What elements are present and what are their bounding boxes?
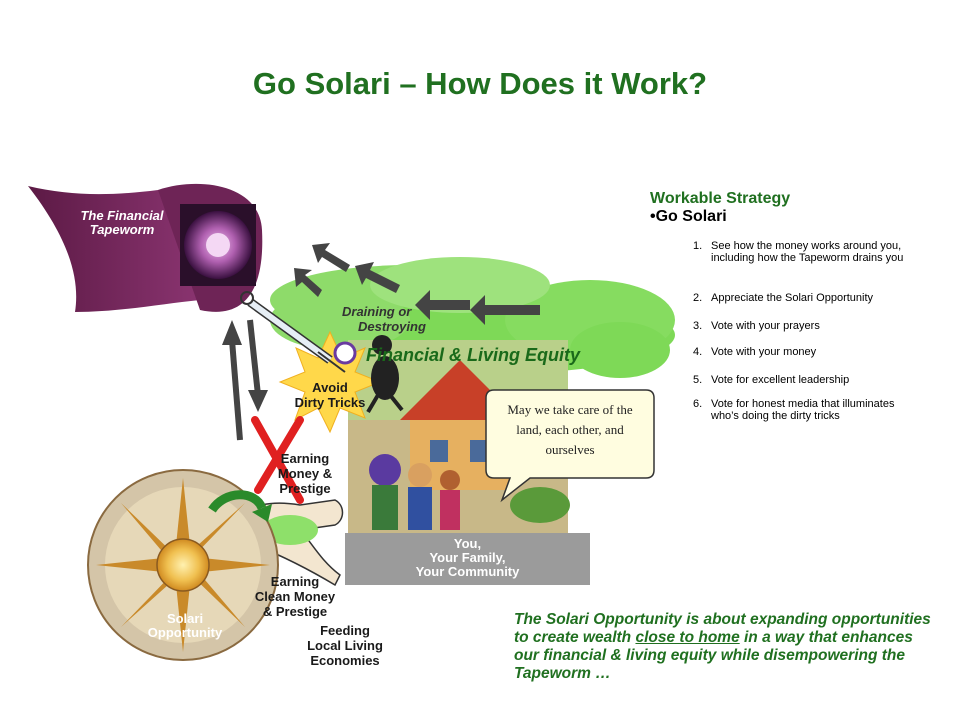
- strategy-step: 3. Vote with your prayers: [693, 320, 923, 332]
- draining-label-line2: Destroying: [358, 319, 426, 334]
- step-text: Vote for honest media that illuminates w…: [711, 398, 895, 422]
- strategy-step: 2. Appreciate the Solari Opportunity: [693, 292, 923, 304]
- solari-sun-icon: [87, 469, 279, 661]
- step-number: 2.: [693, 292, 703, 304]
- step-number: 3.: [693, 320, 703, 332]
- syringe-icon: [240, 291, 346, 373]
- bullet-icon: •: [650, 208, 656, 225]
- solari-opportunity-text: The Solari Opportunity is about expandin…: [514, 611, 934, 683]
- step-number: 1.: [693, 240, 703, 252]
- spy-figure-icon: [333, 335, 404, 414]
- strategy-step: 4. Vote with your money: [693, 346, 923, 358]
- feeding-label-line1: Feeding: [320, 623, 370, 638]
- strategy-step: 6. Vote for honest media that illuminates…: [693, 398, 923, 422]
- drain-arrows: [294, 243, 540, 325]
- you-label: You, Your Family, Your Community: [345, 537, 590, 579]
- step-text: Vote with your prayers: [711, 320, 820, 332]
- earning-label: Earning Money & Prestige: [260, 451, 350, 496]
- step-text: Vote for excellent leadership: [711, 374, 850, 386]
- clean-money-label-line3: & Prestige: [262, 604, 328, 619]
- you-label-line1: You,: [453, 536, 482, 551]
- solari-label-line1: Solari: [166, 611, 204, 626]
- page-title: Go Solari – How Does it Work?: [252, 66, 708, 101]
- you-box: [345, 533, 590, 585]
- avoid-label-line1: Avoid: [312, 380, 348, 395]
- feeding-label: Feeding Local Living Economies: [290, 623, 400, 668]
- return-arrow-icon: [208, 490, 267, 513]
- strategy-subheading-text: Go Solari: [655, 208, 727, 225]
- step-text: Vote with your money: [711, 346, 817, 358]
- strategy-step: 1. See how the money works around you, in…: [693, 240, 923, 264]
- you-label-line3: Your Community: [415, 564, 520, 579]
- draining-label: Draining or Destroying: [330, 304, 440, 334]
- tapeworm-label-line1: The Financial: [80, 208, 164, 223]
- tapeworm-label: The Financial Tapeworm: [66, 209, 178, 237]
- step-text: Appreciate the Solari Opportunity: [711, 292, 874, 304]
- close-to-home-text: close to home: [635, 629, 740, 646]
- strategy-subheading: •Go Solari: [650, 208, 727, 226]
- earning-label-line2: Money &: [277, 466, 333, 481]
- tapeworm-banner: [28, 183, 263, 312]
- bottom-text-part1: The Solari Opportunity is about expandin…: [514, 611, 931, 646]
- step-number: 6.: [693, 398, 703, 410]
- draining-label-line1: Draining or: [342, 304, 412, 319]
- tapeworm-label-line2: Tapeworm: [89, 222, 155, 237]
- clean-money-label-line2: Clean Money: [254, 589, 336, 604]
- solari-label-line2: Opportunity: [147, 625, 223, 640]
- feeding-label-line3: Economies: [310, 653, 380, 668]
- red-x-icon: [251, 416, 304, 504]
- step-text: See how the money works around you, incl…: [711, 240, 904, 264]
- step-number: 4.: [693, 346, 703, 358]
- clean-money-label: Earning Clean Money & Prestige: [240, 574, 350, 619]
- earning-label-line1: Earning: [280, 451, 330, 466]
- equity-label: Financial & Living Equity: [366, 345, 581, 365]
- avoid-label-line2: Dirty Tricks: [294, 395, 366, 410]
- avoid-label: Avoid Dirty Tricks: [280, 380, 380, 410]
- callout-text: May we take care of the land, each other…: [507, 402, 633, 457]
- earning-label-line3: Prestige: [279, 481, 331, 496]
- solari-label: Solari Opportunity: [130, 612, 240, 640]
- feeding-label-line2: Local Living: [307, 638, 383, 653]
- flow-arrows: [222, 319, 268, 441]
- strategy-heading: Workable Strategy: [650, 190, 791, 207]
- clean-money-label-line1: Earning: [270, 574, 320, 589]
- strategy-step: 5. Vote for excellent leadership: [693, 374, 923, 386]
- callout-bubble: [485, 389, 655, 503]
- step-number: 5.: [693, 374, 703, 386]
- bottom-text-part2: in a way that enhances our financial & l…: [514, 629, 913, 682]
- you-label-line2: Your Family,: [429, 550, 506, 565]
